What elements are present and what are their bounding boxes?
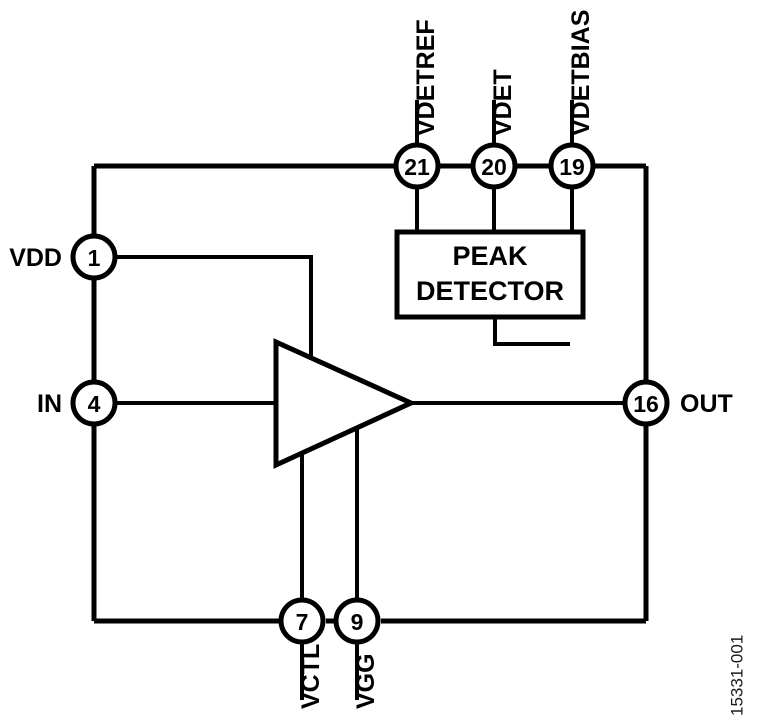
label-vctl: VCTL — [297, 644, 325, 709]
label-vdetbias: VDETBIAS — [567, 10, 595, 136]
pin-20-number: 20 — [481, 154, 507, 180]
peak-detector-label-line1: PEAK — [452, 241, 528, 271]
label-vdet: VDET — [489, 69, 517, 136]
pin-16-number: 16 — [633, 391, 659, 417]
pin-7-vctl[interactable] — [278, 597, 326, 645]
wire-vdd-to-amplifier — [117, 255, 313, 360]
pin-21-number: 21 — [404, 154, 430, 180]
peak-detector-block — [394, 229, 586, 320]
label-vdd: VDD — [9, 244, 62, 272]
figure-id-label: 15331-001 — [728, 635, 747, 716]
pin-9-vgg[interactable] — [333, 597, 381, 645]
label-vgg: VGG — [352, 653, 380, 709]
pin-1-vdd[interactable] — [70, 233, 118, 281]
label-in: IN — [37, 390, 62, 418]
label-vdetref: VDETREF — [412, 19, 440, 136]
pin-21-vdetref[interactable] — [393, 142, 441, 190]
label-out: OUT — [680, 390, 733, 418]
pin-7-number: 7 — [296, 609, 309, 635]
pin-20-vdet[interactable] — [470, 142, 518, 190]
amplifier-symbol — [273, 338, 418, 469]
pin-16-out[interactable] — [622, 379, 670, 427]
pin-4-in[interactable] — [70, 379, 118, 427]
pin-4-number: 4 — [88, 391, 101, 417]
wire-detector-output-stub — [493, 317, 570, 346]
peak-detector-label-line2: DETECTOR — [416, 276, 564, 306]
pin-1-number: 1 — [88, 245, 101, 271]
pin-19-vdetbias[interactable] — [548, 142, 596, 190]
pin-9-number: 9 — [351, 609, 364, 635]
pin-19-number: 19 — [559, 154, 585, 180]
